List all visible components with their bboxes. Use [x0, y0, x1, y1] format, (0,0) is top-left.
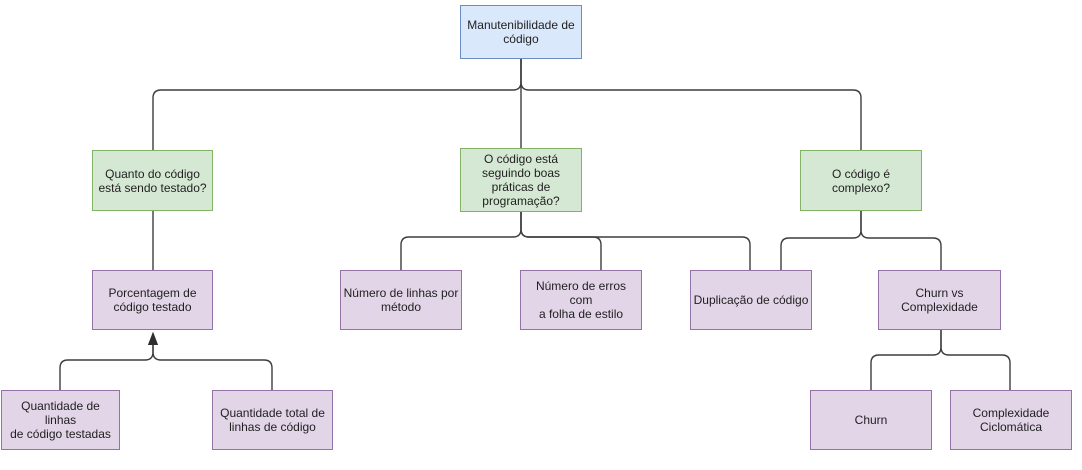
node-metric-style-errors[interactable]: Número de erros com a folha de estilo [520, 270, 642, 330]
node-metric-percent-tested-label: Porcentagem de código testado [108, 286, 197, 314]
node-metric-percent-tested[interactable]: Porcentagem de código testado [92, 270, 213, 330]
node-metric-style-errors-label: Número de erros com a folha de estilo [535, 279, 627, 321]
node-question-complex-label: O código é complexo? [831, 166, 891, 195]
node-metric-churn-vs-complexity-label: Churn vs Complexidade [901, 286, 978, 314]
edge-root-q-tested[interactable] [152, 59, 522, 150]
edge-q-practices-m-lines-method[interactable] [400, 212, 522, 270]
node-question-tested-label: Quanto do código está sendo testado? [98, 166, 207, 195]
node-question-practices-label: O código está seguindo boas práticas de … [481, 152, 561, 208]
node-metric-churn[interactable]: Churn [810, 390, 932, 450]
node-question-tested[interactable]: Quanto do código está sendo testado? [92, 150, 213, 211]
edge-m-tested-lines-m-percent[interactable] [59, 344, 154, 390]
node-metric-lines-per-method-label: Número de linhas por método [343, 286, 459, 314]
node-metric-tested-lines-label: Quantidade de linhas de código testadas [10, 399, 111, 441]
node-metric-lines-per-method[interactable]: Número de linhas por método [340, 270, 462, 330]
node-root[interactable]: Manutenibilidade de código [460, 5, 582, 59]
edge-q-complex-m-churn-complex[interactable] [860, 211, 942, 270]
node-root-label: Manutenibilidade de código [467, 18, 575, 46]
node-metric-churn-vs-complexity[interactable]: Churn vs Complexidade [878, 270, 1001, 330]
edge-m-churn-complex-m-churn[interactable] [870, 330, 942, 390]
node-metric-cyclomatic-label: Complexidade Ciclomática [972, 406, 1050, 434]
node-question-practices[interactable]: O código está seguindo boas práticas de … [460, 148, 582, 212]
edge-m-churn-complex-m-cyclomatic[interactable] [940, 330, 1011, 390]
node-metric-duplication-label: Duplicação de código [693, 293, 809, 307]
edge-m-total-lines-m-percent[interactable] [152, 344, 273, 390]
edge-q-practices-m-style-errors[interactable] [520, 212, 602, 270]
node-metric-total-lines[interactable]: Quantidade total de linhas de código [212, 390, 333, 450]
arrowhead-into-m-percent [147, 331, 159, 345]
node-question-complex[interactable]: O código é complexo? [800, 150, 922, 211]
node-metric-duplication[interactable]: Duplicação de código [690, 270, 812, 330]
edge-root-q-complex[interactable] [520, 59, 862, 150]
node-metric-tested-lines[interactable]: Quantidade de linhas de código testadas [1, 390, 120, 450]
node-metric-total-lines-label: Quantidade total de linhas de código [220, 406, 325, 434]
edge-q-practices-m-duplication[interactable] [520, 212, 751, 270]
edge-q-complex-m-duplication[interactable] [780, 211, 862, 270]
node-metric-churn-label: Churn [854, 413, 888, 427]
node-metric-cyclomatic[interactable]: Complexidade Ciclomática [950, 390, 1072, 450]
